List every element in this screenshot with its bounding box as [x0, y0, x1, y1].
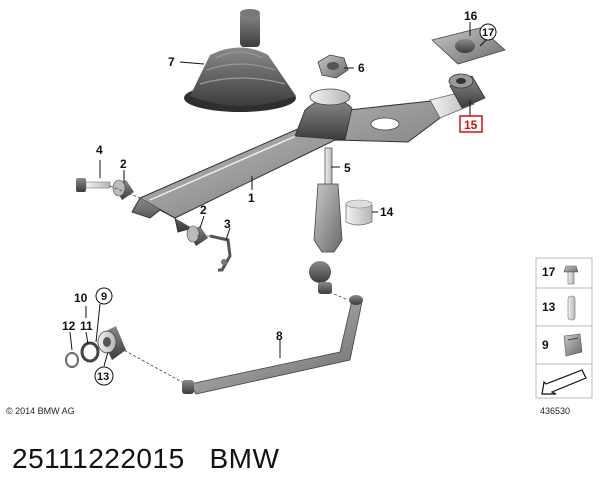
callout-9: 9	[101, 291, 107, 303]
callout-12: 12	[62, 319, 76, 333]
callout-7: 7	[168, 55, 175, 69]
nut	[317, 54, 349, 79]
callout-17-circle	[479, 23, 497, 41]
callout-14: 14	[380, 205, 394, 219]
callout-4: 4	[96, 143, 103, 157]
callout-11: 11	[80, 319, 93, 333]
bushing-assembly	[65, 326, 126, 368]
callout-15: 15	[464, 118, 478, 132]
legend-label-17: 17	[542, 265, 556, 279]
shift-rod	[182, 295, 363, 395]
callout-13-circle	[94, 366, 114, 386]
callout-9-circle	[95, 287, 113, 305]
rubber-bushing-upper	[112, 179, 134, 200]
gear-boot	[184, 9, 296, 112]
arrow-icon	[541, 369, 587, 395]
callout-2-lower: 2	[200, 203, 207, 217]
sleeve	[345, 199, 373, 226]
pin-icon	[567, 295, 576, 321]
fastener-legend: 17 13 9	[535, 257, 593, 399]
legend-label-9: 9	[542, 338, 549, 352]
callout-6: 6	[358, 61, 365, 75]
callout-16: 16	[464, 9, 478, 23]
part-number: 25111222015	[12, 443, 185, 474]
clip-icon	[563, 333, 583, 357]
callout-10: 10	[74, 291, 88, 305]
callout-13: 13	[97, 371, 109, 383]
callout-5: 5	[344, 161, 351, 175]
bushing	[448, 73, 486, 109]
copyright: © 2014 BMW AG	[6, 406, 75, 416]
bolt	[76, 178, 111, 192]
shift-lever-arm	[131, 88, 475, 233]
image-id: 436530	[540, 406, 570, 416]
highlight-box-15	[459, 115, 483, 133]
callout-17: 17	[482, 27, 494, 39]
callout-1: 1	[248, 191, 255, 205]
legend-label-13: 13	[542, 300, 556, 314]
selector-rod	[309, 147, 343, 294]
callout-8: 8	[276, 329, 283, 343]
exploded-parts-diagram: 7 6 1 5 14 4 2 2 3 8 16 17 15 10 9 12 11…	[6, 9, 593, 416]
part-number-line: 25111222015 BMW	[12, 443, 279, 475]
screw-icon	[563, 265, 579, 285]
clip-pin	[209, 234, 232, 272]
callout-2-upper: 2	[120, 157, 127, 171]
callout-3: 3	[224, 217, 231, 231]
brand-name: BMW	[209, 443, 280, 474]
